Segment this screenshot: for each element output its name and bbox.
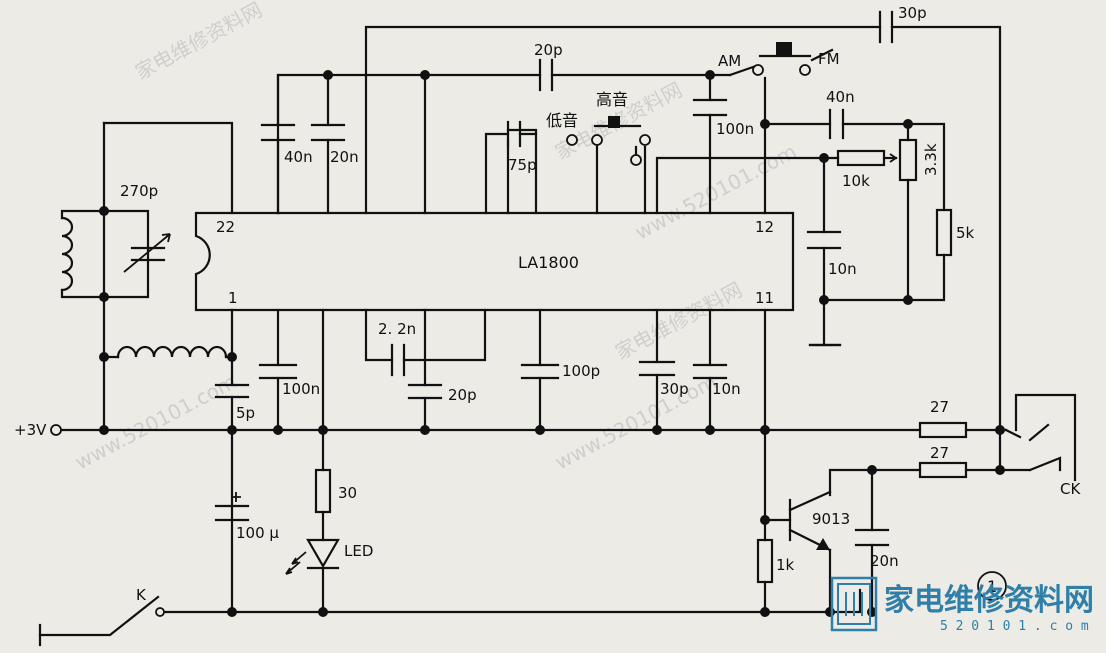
watermark-url: www.520101.com xyxy=(551,369,720,474)
label-100n-top: 100n xyxy=(716,120,754,138)
label-30p-bot: 30p xyxy=(660,380,689,398)
label-40n-a: 40n xyxy=(284,148,313,166)
watermark-site: 家电维修资料网 xyxy=(611,277,746,364)
pin-12-label: 12 xyxy=(755,218,774,236)
label-20n-a: 20n xyxy=(330,148,359,166)
pin-11-label: 11 xyxy=(755,289,774,307)
label-fm: FM xyxy=(818,50,840,68)
logo-url: 5 2 0 1 0 1 . c o m xyxy=(940,619,1089,634)
watermark-layer: www.520101.com www.520101.com www.520101… xyxy=(71,0,800,474)
wiring xyxy=(38,25,1077,647)
label-10n-bot: 10n xyxy=(712,380,741,398)
label-low-tone: 低音 xyxy=(546,111,578,130)
label-5k: 5k xyxy=(956,224,975,242)
label-75p: 75p xyxy=(508,156,537,174)
label-100u: 100 μ xyxy=(236,524,279,542)
label-30: 30 xyxy=(338,484,357,502)
inductors xyxy=(60,216,228,359)
pin-22-label: 22 xyxy=(216,218,235,236)
label-led: LED xyxy=(344,542,373,560)
switches xyxy=(50,42,834,617)
site-logo: 家电维修资料网 5 2 0 1 0 1 . c o m xyxy=(830,576,1094,634)
figure-number-label: 1 xyxy=(987,577,997,596)
pin-1-label: 1 xyxy=(228,289,238,307)
label-ck: CK xyxy=(1060,480,1081,498)
label-27-a: 27 xyxy=(930,398,949,416)
label-2-2n: 2. 2n xyxy=(378,320,416,338)
ic-la1800: LA1800 22 12 1 11 xyxy=(194,211,795,312)
label-20n-b: 20n xyxy=(870,552,899,570)
label-10k: 10k xyxy=(842,172,870,190)
label-30p-top: 30p xyxy=(898,4,927,22)
label-switch-k: K xyxy=(136,586,147,604)
label-100p: 100p xyxy=(562,362,600,380)
led xyxy=(285,538,340,575)
resistors xyxy=(314,138,968,584)
label-10n-right: 10n xyxy=(828,260,857,278)
figure-number: 1 xyxy=(977,571,1007,601)
logo-text: 家电维修资料网 xyxy=(884,583,1094,618)
component-labels: 270p 40n 20n 20p 30p 低音 高音 75p 100n AM F… xyxy=(14,4,1081,604)
ic-label: LA1800 xyxy=(518,253,579,272)
label-27-b: 27 xyxy=(930,444,949,462)
watermark-site: 家电维修资料网 xyxy=(131,0,266,84)
label-high-tone: 高音 xyxy=(596,90,628,109)
label-5p: 5p xyxy=(236,404,255,422)
capacitors xyxy=(123,10,894,547)
label-am: AM xyxy=(718,52,741,70)
label-20p-top: 20p xyxy=(534,41,563,59)
transistor-9013 xyxy=(788,490,832,552)
label-100n-left: 100n xyxy=(282,380,320,398)
label-3-3k: 3.3k xyxy=(922,143,940,176)
label-270p: 270p xyxy=(120,182,158,200)
label-1k: 1k xyxy=(776,556,795,574)
label-9013: 9013 xyxy=(812,510,850,528)
label-40n-b: 40n xyxy=(826,88,855,106)
label-plus3v: +3V xyxy=(14,421,47,439)
label-20p-bot: 20p xyxy=(448,386,477,404)
